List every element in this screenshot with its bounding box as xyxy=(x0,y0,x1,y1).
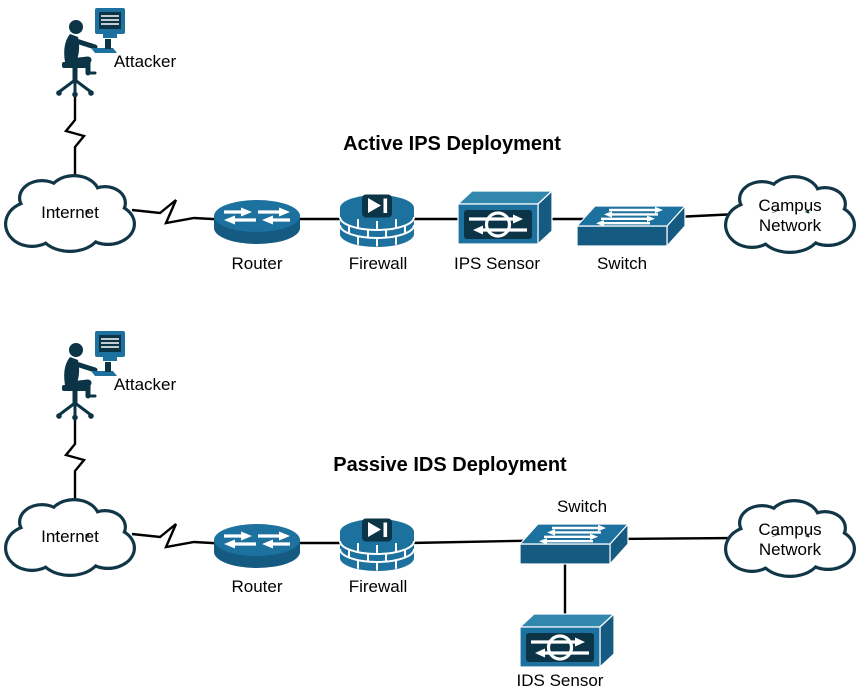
campus-label-line2: Network xyxy=(759,216,822,235)
ids-sensor-icon xyxy=(518,612,616,669)
ips-sensor-label: IPS Sensor xyxy=(454,254,540,273)
diagram-active-ips: Active IPS Deployment Attacker Internet … xyxy=(4,8,856,273)
router-icon xyxy=(212,522,302,570)
attacker-label: Attacker xyxy=(114,52,177,71)
firewall-icon xyxy=(339,193,415,248)
internet-label: Internet xyxy=(41,203,99,222)
switch-icon xyxy=(518,522,630,566)
ids-sensor-label: IDS Sensor xyxy=(517,671,604,688)
firewall-icon xyxy=(339,517,415,572)
attacker-label: Attacker xyxy=(114,375,177,394)
link-internet-router xyxy=(131,199,231,225)
firewall-label: Firewall xyxy=(349,577,408,596)
router-label: Router xyxy=(231,577,282,596)
switch-label: Switch xyxy=(597,254,647,273)
link-attacker-internet xyxy=(63,94,87,178)
diagram-title: Active IPS Deployment xyxy=(343,133,561,155)
link-switch-campus xyxy=(609,536,739,541)
link-attacker-internet xyxy=(63,417,87,502)
internet-label: Internet xyxy=(41,527,99,546)
router-label: Router xyxy=(231,254,282,273)
switch-label: Switch xyxy=(557,497,607,516)
campus-label-line2: Network xyxy=(759,540,822,559)
link-internet-router xyxy=(131,523,231,549)
diagram-passive-ids: Passive IDS Deployment Attacker Internet… xyxy=(4,331,856,690)
ips-sensor-icon xyxy=(456,189,554,246)
campus-label-line1: Campus xyxy=(758,196,821,215)
router-icon xyxy=(212,198,302,246)
diagram-title: Passive IDS Deployment xyxy=(333,454,567,476)
firewall-label: Firewall xyxy=(349,254,408,273)
campus-label-line1: Campus xyxy=(758,520,821,539)
switch-icon xyxy=(575,204,687,248)
